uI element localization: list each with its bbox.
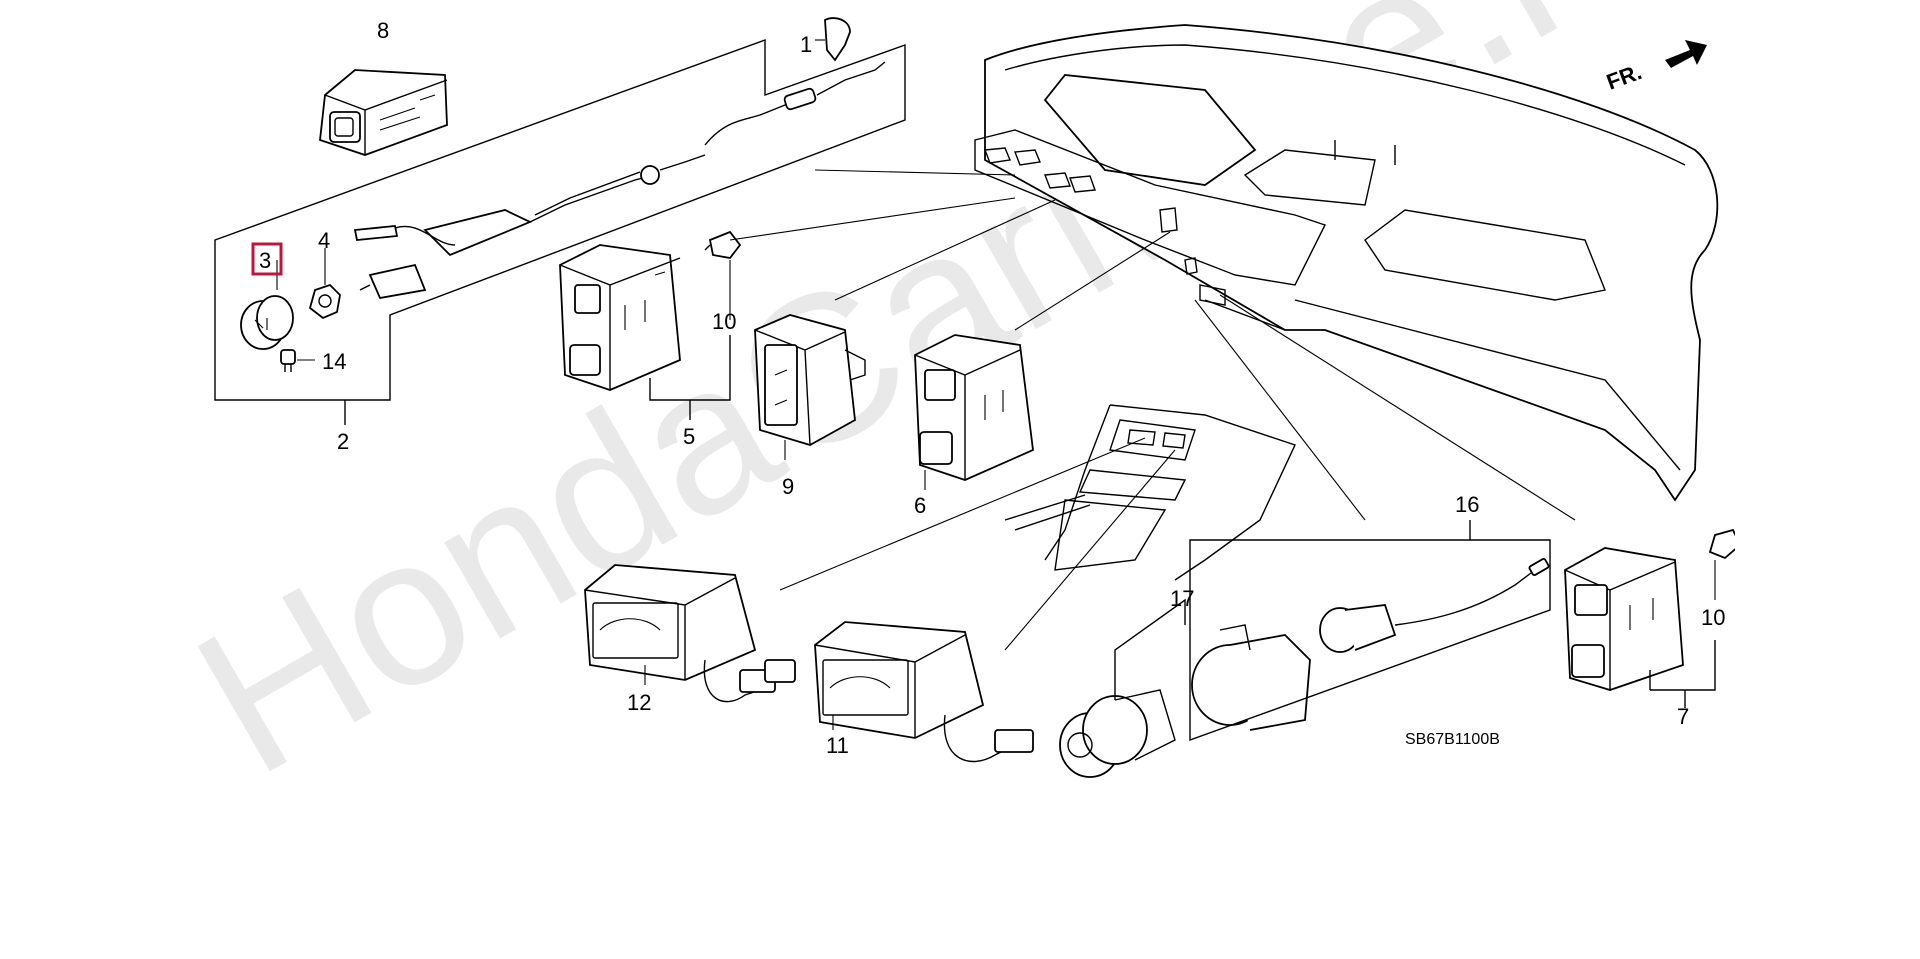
callout-3[interactable]: 3 xyxy=(259,248,271,273)
part-3-knob xyxy=(240,295,294,350)
part-12-heater-control xyxy=(584,564,796,703)
callout-14: 14 xyxy=(322,349,346,374)
callout-17: 17 xyxy=(1170,586,1194,611)
callout-10-right: 10 xyxy=(1701,605,1725,630)
callout-6: 6 xyxy=(914,493,926,518)
callout-5: 5 xyxy=(683,424,695,449)
part-17-lighter xyxy=(1059,689,1176,778)
part-11-heater-control xyxy=(814,621,1034,763)
callout-labels: 1 2 3 4 5 6 7 8 9 10 10 11 12 14 16 17 xyxy=(251,18,1725,758)
part-5-switch xyxy=(559,244,681,391)
callout-12: 12 xyxy=(627,690,651,715)
callout-2: 2 xyxy=(337,429,349,454)
diagram-svg: HondaCarMine.ru FR. xyxy=(185,0,1735,819)
diagram-code: SB67B1100B xyxy=(1405,731,1500,748)
dashboard-drawing xyxy=(974,24,1719,502)
part-10-clip-left xyxy=(704,230,742,259)
front-direction-arrow: FR. xyxy=(1603,40,1707,95)
part-10-clip-right xyxy=(1708,528,1735,560)
callout-4: 4 xyxy=(318,228,330,253)
part-6-switch xyxy=(914,334,1034,481)
part-16-socket-assembly xyxy=(1191,558,1550,731)
part-14-screw xyxy=(280,349,296,372)
callout-3-highlight-box[interactable] xyxy=(251,242,283,276)
front-label: FR. xyxy=(1603,59,1645,95)
callout-1: 1 xyxy=(800,32,812,57)
center-console-drawing xyxy=(1004,404,1296,581)
callout-9: 9 xyxy=(782,474,794,499)
callout-16: 16 xyxy=(1455,492,1479,517)
callout-10-left: 10 xyxy=(712,309,736,334)
part-2-cable-assembly xyxy=(353,17,886,300)
part-9-switch xyxy=(754,314,866,446)
part-7-switch xyxy=(1564,547,1684,691)
callout-7: 7 xyxy=(1677,704,1689,729)
group-brackets xyxy=(214,39,1716,741)
leader-lines xyxy=(276,39,1716,730)
callout-11: 11 xyxy=(826,733,849,758)
callout-8: 8 xyxy=(377,18,389,43)
part-4-nut xyxy=(308,283,341,320)
part-8-switch xyxy=(319,69,448,156)
parts-diagram: HondaCarMine.ru FR. xyxy=(185,0,1735,959)
